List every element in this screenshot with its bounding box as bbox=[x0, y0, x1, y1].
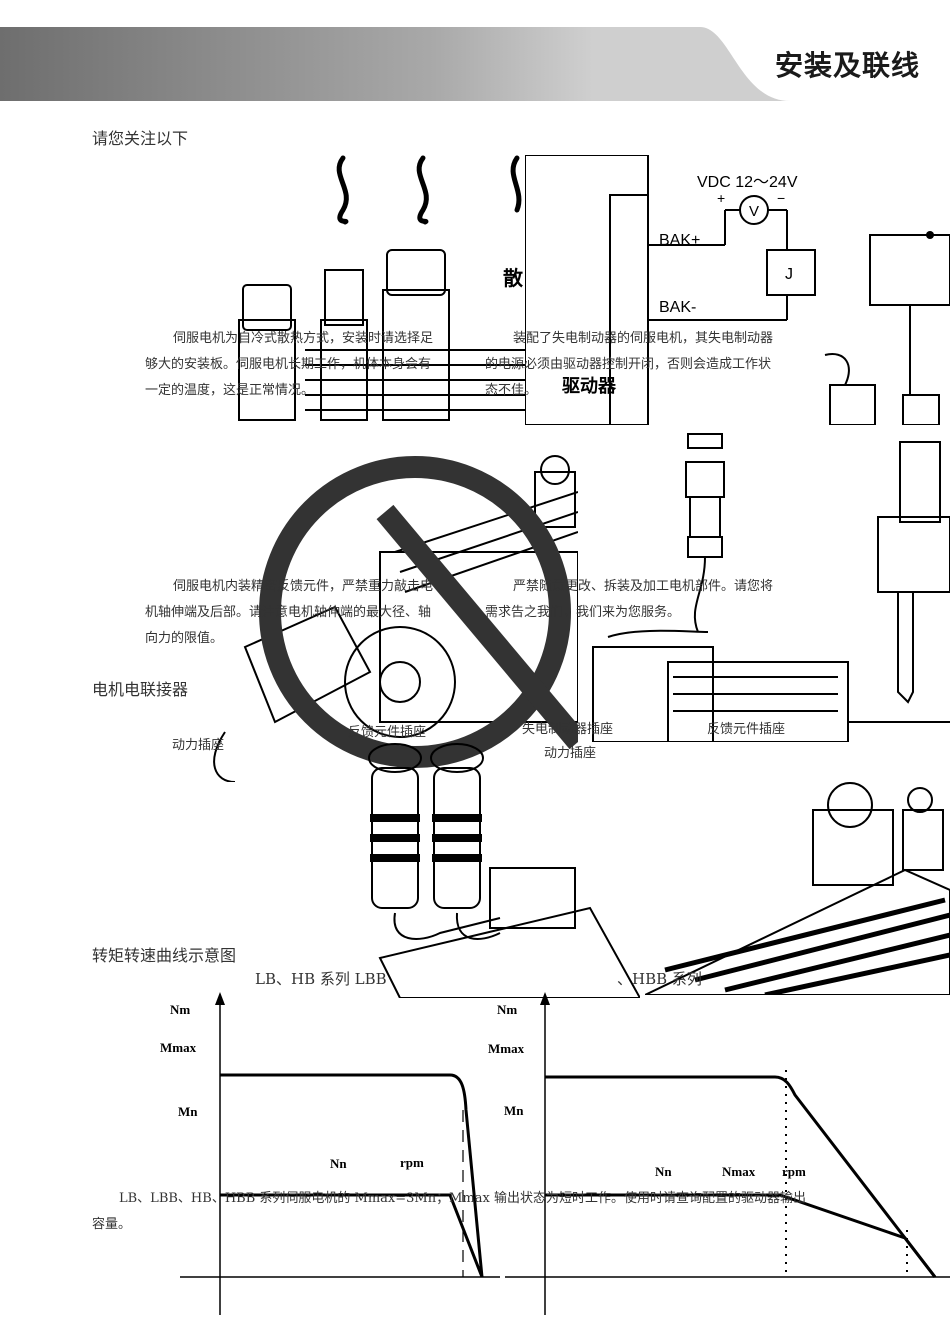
modify-note: 严禁随意更改、拆装及加工电机部件。请您将 需求告之我们，我们来为您服务。 bbox=[485, 574, 773, 626]
nn-label: Nn bbox=[330, 1156, 347, 1171]
no-modifying-figure bbox=[592, 433, 950, 742]
rated-torque-line bbox=[220, 1193, 484, 1278]
mmax-label: Mmax bbox=[160, 1040, 197, 1055]
heat-note: 伺服电机为自冷式散热方式，安装时请选择足 够大的安装板。伺服电机长期工作，机体本… bbox=[145, 326, 433, 404]
rated-torque-line bbox=[545, 1193, 937, 1278]
prohibition-cross bbox=[376, 504, 578, 750]
voltmeter-symbol: V bbox=[749, 203, 759, 220]
curve-footnote-line: 容量。 bbox=[92, 1217, 132, 1232]
right-series-label: 、HBB 系列 bbox=[617, 970, 702, 988]
plus-sign: + bbox=[717, 190, 725, 206]
feedback-socket-label-right: 反馈元件插座 bbox=[707, 722, 786, 737]
modify-note-line: 严禁随意更改、拆装及加工电机部件。请您将 bbox=[513, 579, 774, 594]
y-axis-arrow bbox=[215, 992, 225, 1005]
curve-footnote: LB、LBB、HB、HBB 系列伺服电机的 Mmax=3Mn；Mmax 输出状态… bbox=[92, 1186, 806, 1238]
encoder-note: 伺服电机内装精密反馈元件，严禁重力敲击电 机轴伸端及后部。请注意电机轴伸端的最大… bbox=[145, 574, 433, 652]
left-series-label: LB、HB 系列 LBB bbox=[255, 970, 387, 988]
y-axis-label: Nm bbox=[170, 1002, 190, 1017]
torque-chart-right: Nm Mmax Mn Nn Nmax rpm bbox=[488, 992, 950, 1315]
connector-figure-right bbox=[645, 782, 950, 995]
power-socket-label-right: 动力插座 bbox=[544, 746, 597, 761]
heat-label: 散 bbox=[503, 266, 524, 290]
heat-dissipation-figure: 散 bbox=[238, 155, 525, 421]
junction-dot bbox=[926, 231, 934, 239]
brake-wiring-figure: VDC 12～24V + − V J BAK+ BAK- 驱动器 bbox=[525, 155, 950, 425]
encoder-note-line: 伺服电机内装精密反馈元件，严禁重力敲击电 bbox=[173, 579, 434, 594]
peak-torque-line bbox=[220, 1073, 484, 1278]
y-axis-label: Nm bbox=[497, 1002, 517, 1017]
brake-socket-label: 失电制动器插座 bbox=[522, 722, 614, 737]
connector-section-title: 电机电联接器 bbox=[92, 680, 189, 699]
encoder-note-line: 机轴伸端及后部。请注意电机轴伸端的最大径、轴 bbox=[145, 605, 432, 620]
bak-plus-label: BAK+ bbox=[659, 232, 700, 249]
heat-note-line: 伺服电机为自冷式散热方式，安装时请选择足 bbox=[173, 331, 434, 346]
no-hammering-figure bbox=[213, 455, 578, 782]
brake-note-line: 的电源必须由驱动器控制开闭，否则会造成工作状 bbox=[485, 357, 772, 372]
heat-note-line: 一定的温度，这是正常情况。 bbox=[145, 383, 315, 398]
curve-footnote-line: LB、LBB、HB、HBB 系列伺服电机的 Mmax=3Mn；Mmax 输出状态… bbox=[119, 1191, 806, 1206]
bak-minus-label: BAK- bbox=[659, 299, 696, 316]
power-socket-label-left: 动力插座 bbox=[172, 738, 225, 753]
mn-label: Mn bbox=[504, 1103, 524, 1118]
rpm-label: rpm bbox=[782, 1164, 806, 1179]
notice-section-title: 请您关注以下 bbox=[92, 129, 189, 148]
brake-note: 装配了失电制动器的伺服电机，其失电制动器 的电源必须由驱动器控制开闭，否则会造成… bbox=[485, 326, 773, 404]
encoder-note-line: 向力的限值。 bbox=[145, 631, 224, 646]
brake-note-line: 装配了失电制动器的伺服电机，其失电制动器 bbox=[513, 331, 774, 346]
relay-symbol: J bbox=[785, 266, 793, 283]
header-band bbox=[0, 27, 790, 101]
rpm-label: rpm bbox=[400, 1155, 424, 1170]
y-axis-arrow bbox=[540, 992, 550, 1005]
prohibition-circle bbox=[259, 456, 571, 768]
mn-label: Mn bbox=[178, 1104, 198, 1119]
curve-section-title: 转矩转速曲线示意图 bbox=[92, 946, 237, 965]
torque-chart-left: Nm Mmax Mn Nn rpm bbox=[160, 992, 500, 1315]
nn-label: Nn bbox=[655, 1164, 672, 1179]
peak-torque-line bbox=[545, 1075, 937, 1278]
vdc-label: VDC 12～24V bbox=[697, 174, 798, 191]
connector-figure-left bbox=[368, 743, 640, 998]
mmax-label: Mmax bbox=[488, 1041, 525, 1056]
brake-note-line: 态不佳。 bbox=[485, 383, 538, 398]
minus-sign: − bbox=[777, 190, 785, 206]
heat-note-line: 够大的安装板。伺服电机长期工作，机体本身会有 bbox=[145, 357, 432, 372]
driver-label: 驱动器 bbox=[562, 376, 617, 396]
nmax-label: Nmax bbox=[722, 1164, 756, 1179]
feedback-socket-label-left: 反馈元件插座 bbox=[348, 725, 427, 740]
page-title: 安装及联线 bbox=[774, 49, 920, 82]
modify-note-line: 需求告之我们，我们来为您服务。 bbox=[485, 605, 681, 620]
